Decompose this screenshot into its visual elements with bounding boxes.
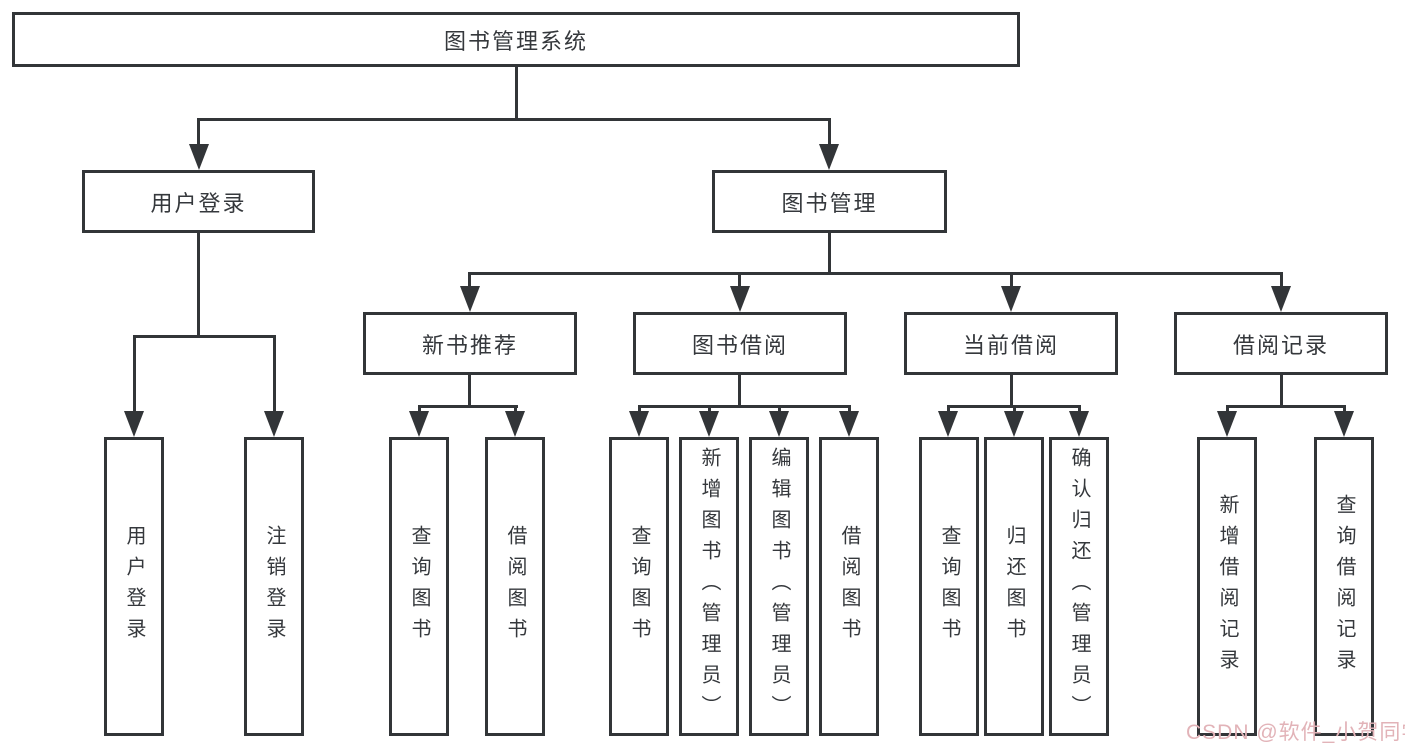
arrow-down-icon	[938, 411, 958, 437]
arrow-down-icon	[1271, 286, 1291, 312]
node-user-login-label: 用户登录	[150, 190, 247, 216]
leaf-edit-books-admin-label: 编辑图书（管理员）	[768, 447, 790, 726]
connector-stub	[778, 405, 781, 414]
arrow-down-icon	[124, 411, 144, 437]
node-new-book-recommend: 新书推荐	[363, 312, 577, 375]
leaf-query-books-borrowing-label: 查询图书	[628, 524, 650, 649]
connector-stub	[848, 405, 851, 414]
leaf-confirm-return-admin-label: 确认归还（管理员）	[1068, 447, 1090, 726]
arrow-down-icon	[1069, 411, 1089, 437]
leaf-logout-label: 注销登录	[263, 524, 285, 649]
connector-user-login-split	[133, 335, 276, 338]
node-root: 图书管理系统	[12, 12, 1020, 67]
connector-stub	[1343, 405, 1346, 414]
arrow-down-icon	[819, 144, 839, 170]
leaf-user-login: 用户登录	[104, 437, 164, 736]
connector-borrowing-records-stem	[1280, 375, 1283, 405]
connector-drop-leaf-logout	[273, 335, 276, 413]
arrow-down-icon	[839, 411, 859, 437]
connector-book-management-stem	[828, 233, 831, 272]
leaf-query-books-recommend: 查询图书	[389, 437, 449, 736]
connector-new-book-stem	[468, 375, 471, 405]
leaf-query-books-borrowing: 查询图书	[609, 437, 669, 736]
node-current-borrowing-label: 当前借阅	[962, 332, 1059, 358]
connector-stub	[514, 405, 517, 414]
connector-new-book-split	[418, 405, 518, 408]
leaf-borrow-books-recommend-label: 借阅图书	[504, 524, 526, 649]
connector-drop-borrowing-records	[1280, 272, 1283, 288]
arrow-down-icon	[769, 411, 789, 437]
connector-user-login-stem	[197, 233, 200, 335]
arrow-down-icon	[460, 286, 480, 312]
leaf-logout: 注销登录	[244, 437, 304, 736]
leaf-confirm-return-admin: 确认归还（管理员）	[1049, 437, 1109, 736]
leaf-return-books-label: 归还图书	[1003, 524, 1025, 649]
arrow-down-icon	[189, 144, 209, 170]
connector-drop-user-login	[197, 118, 200, 147]
node-book-management-label: 图书管理	[781, 190, 878, 216]
node-user-login: 用户登录	[82, 170, 315, 233]
connector-drop-leaf-user-login	[133, 335, 136, 413]
arrow-down-icon	[1004, 411, 1024, 437]
connector-stub	[418, 405, 421, 414]
node-book-borrowing-label: 图书借阅	[691, 332, 788, 358]
arrow-down-icon	[409, 411, 429, 437]
connector-stub	[1078, 405, 1081, 414]
connector-stub	[947, 405, 950, 414]
connector-drop-new-book	[468, 272, 471, 288]
connector-level3-split	[468, 272, 1282, 275]
connector-book-borrowing-stem	[738, 375, 741, 405]
leaf-query-books-current-label: 查询图书	[938, 524, 960, 649]
node-current-borrowing: 当前借阅	[904, 312, 1118, 375]
arrow-down-icon	[505, 411, 525, 437]
leaf-query-borrow-record: 查询借阅记录	[1314, 437, 1374, 736]
leaf-borrow-books-borrowing-label: 借阅图书	[838, 524, 860, 649]
connector-stub	[1226, 405, 1229, 414]
connector-root-trunk	[515, 67, 518, 118]
connector-stub	[1013, 405, 1016, 414]
leaf-add-books-admin: 新增图书（管理员）	[679, 437, 739, 736]
leaf-add-books-admin-label: 新增图书（管理员）	[698, 447, 720, 726]
connector-drop-book-borrowing	[738, 272, 741, 288]
leaf-add-borrow-record: 新增借阅记录	[1197, 437, 1257, 736]
leaf-edit-books-admin: 编辑图书（管理员）	[749, 437, 809, 736]
leaf-borrow-books-borrowing: 借阅图书	[819, 437, 879, 736]
connector-drop-current-borrowing	[1010, 272, 1013, 288]
node-borrowing-records-label: 借阅记录	[1232, 332, 1329, 358]
leaf-query-borrow-record-label: 查询借阅记录	[1333, 493, 1355, 680]
leaf-borrow-books-recommend: 借阅图书	[485, 437, 545, 736]
leaf-add-borrow-record-label: 新增借阅记录	[1216, 493, 1238, 680]
node-book-management: 图书管理	[712, 170, 947, 233]
leaf-user-login-label: 用户登录	[123, 524, 145, 649]
connector-book-borrowing-split	[638, 405, 851, 408]
arrow-down-icon	[1001, 286, 1021, 312]
arrow-down-icon	[264, 411, 284, 437]
node-new-book-recommend-label: 新书推荐	[421, 332, 518, 358]
arrow-down-icon	[730, 286, 750, 312]
node-book-borrowing: 图书借阅	[633, 312, 847, 375]
leaf-query-books-recommend-label: 查询图书	[408, 524, 430, 649]
arrow-down-icon	[1217, 411, 1237, 437]
leaf-query-books-current: 查询图书	[919, 437, 979, 736]
connector-current-borrowing-stem	[1010, 375, 1013, 405]
connector-stub	[638, 405, 641, 414]
arrow-down-icon	[699, 411, 719, 437]
connector-borrowing-records-split	[1226, 405, 1346, 408]
arrow-down-icon	[629, 411, 649, 437]
connector-stub	[708, 405, 711, 414]
leaf-return-books: 归还图书	[984, 437, 1044, 736]
connector-level1-split	[197, 118, 831, 121]
csdn-watermark: CSDN @软件_小贺同学	[1186, 721, 1405, 744]
arrow-down-icon	[1334, 411, 1354, 437]
connector-drop-book-management	[828, 118, 831, 147]
node-borrowing-records: 借阅记录	[1174, 312, 1388, 375]
node-root-label: 图书管理系统	[443, 28, 588, 54]
